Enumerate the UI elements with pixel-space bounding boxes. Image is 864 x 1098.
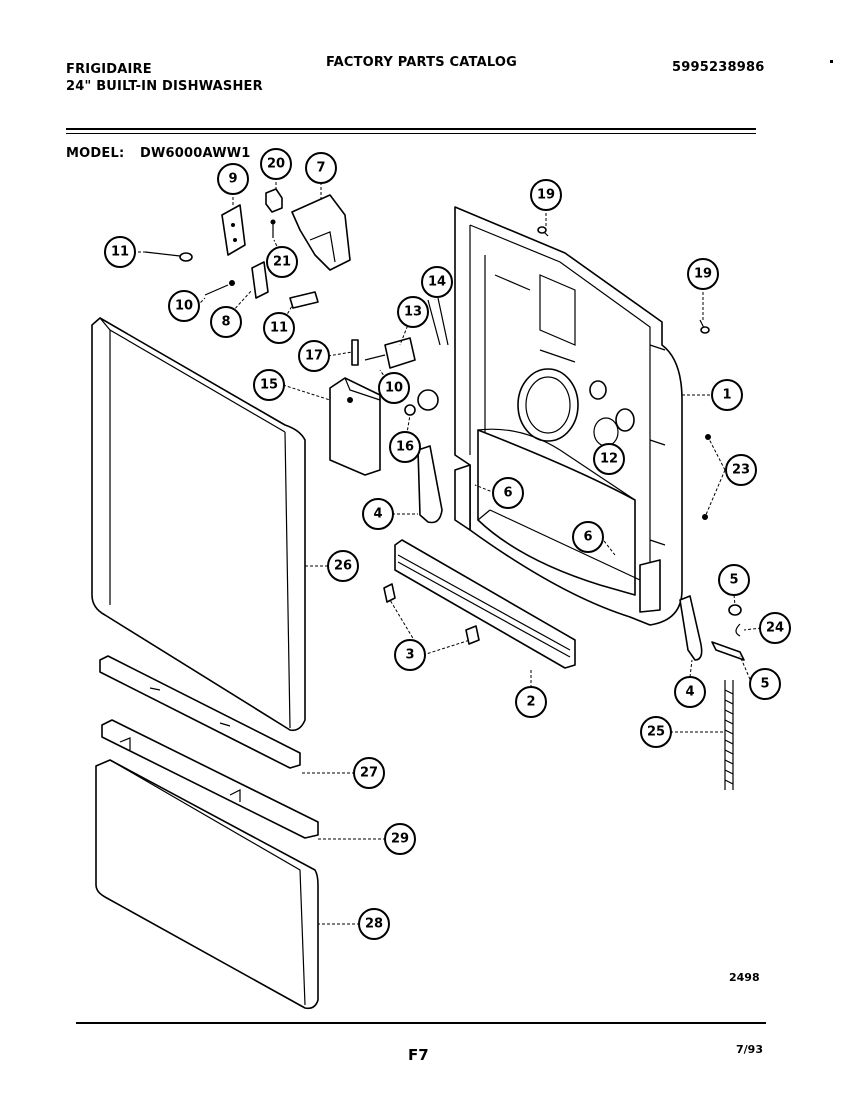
svg-text:4: 4 <box>373 507 382 522</box>
svg-text:11: 11 <box>270 321 288 336</box>
svg-text:21: 21 <box>273 255 291 270</box>
svg-text:23: 23 <box>732 463 750 478</box>
svg-text:20: 20 <box>267 157 285 172</box>
callout-25: 25 <box>640 716 672 748</box>
callout-16: 16 <box>389 431 421 463</box>
svg-text:10: 10 <box>385 381 403 396</box>
outer-door-panel <box>91 317 306 732</box>
catalog-title: FACTORY PARTS CATALOG <box>326 55 517 70</box>
model-label: MODEL: <box>66 146 125 161</box>
callout-20: 20 <box>260 148 292 180</box>
edge-mark <box>830 60 833 63</box>
svg-text:16: 16 <box>396 440 414 455</box>
brand-name: FRIGIDAIRE <box>66 62 152 77</box>
model-value: DW6000AWW1 <box>140 146 251 161</box>
callout-4a: 4 <box>362 498 394 530</box>
svg-text:2: 2 <box>526 695 535 710</box>
callout-5b: 5 <box>749 668 781 700</box>
callout-7: 7 <box>305 152 337 184</box>
callout-6b: 6 <box>572 521 604 553</box>
svg-text:29: 29 <box>391 832 409 847</box>
diagram-code: 2498 <box>729 971 760 984</box>
page-code: F7 <box>408 1046 429 1064</box>
callout-2: 2 <box>515 686 547 718</box>
svg-text:17: 17 <box>305 349 323 364</box>
svg-text:19: 19 <box>537 188 555 203</box>
svg-text:26: 26 <box>334 559 352 574</box>
callout-5a: 5 <box>718 564 750 596</box>
svg-text:11: 11 <box>111 245 129 260</box>
callout-11b: 11 <box>263 312 295 344</box>
svg-text:5: 5 <box>760 677 769 692</box>
callout-21: 21 <box>266 246 298 278</box>
catalog-part-number: 5995238986 <box>672 60 765 75</box>
inner-door-panel <box>454 206 683 626</box>
callout-12: 12 <box>593 443 625 475</box>
svg-text:1: 1 <box>722 388 731 403</box>
svg-text:6: 6 <box>503 486 512 501</box>
callout-17: 17 <box>298 340 330 372</box>
header-rule-thin <box>66 133 756 134</box>
callouts: 1 2 3 4 4 5 5 6 6 7 8 9 10 10 11 11 12 1… <box>104 148 791 940</box>
callout-19b: 19 <box>687 258 719 290</box>
callout-19a: 19 <box>530 179 562 211</box>
page-date: 7/93 <box>736 1043 763 1056</box>
callout-23: 23 <box>725 454 757 486</box>
svg-text:27: 27 <box>360 766 378 781</box>
hardware <box>144 188 745 790</box>
callout-3: 3 <box>394 639 426 671</box>
lower-panels <box>95 655 319 1010</box>
callout-13: 13 <box>397 296 429 328</box>
callout-29: 29 <box>384 823 416 855</box>
svg-text:9: 9 <box>228 172 237 187</box>
callout-15: 15 <box>253 369 285 401</box>
callout-10b: 10 <box>378 372 410 404</box>
svg-text:12: 12 <box>600 452 618 467</box>
kick-plate <box>394 539 576 669</box>
callout-28: 28 <box>358 908 390 940</box>
svg-text:19: 19 <box>694 267 712 282</box>
callout-26: 26 <box>327 550 359 582</box>
callout-1: 1 <box>711 379 743 411</box>
svg-text:3: 3 <box>405 648 414 663</box>
svg-text:28: 28 <box>365 917 383 932</box>
callout-4b: 4 <box>674 676 706 708</box>
svg-text:6: 6 <box>583 530 592 545</box>
svg-text:25: 25 <box>647 725 665 740</box>
callout-9: 9 <box>217 163 249 195</box>
svg-text:14: 14 <box>428 275 446 290</box>
callout-27: 27 <box>353 757 385 789</box>
footer-rule <box>76 1022 766 1024</box>
callout-6a: 6 <box>492 477 524 509</box>
product-name: 24" BUILT-IN DISHWASHER <box>66 79 263 94</box>
svg-text:4: 4 <box>685 685 694 700</box>
callout-24: 24 <box>759 612 791 644</box>
svg-text:5: 5 <box>729 573 738 588</box>
callout-14: 14 <box>421 266 453 298</box>
svg-text:8: 8 <box>221 315 230 330</box>
header-rule <box>66 128 756 130</box>
callout-10a: 10 <box>168 290 200 322</box>
svg-text:15: 15 <box>260 378 278 393</box>
svg-text:10: 10 <box>175 299 193 314</box>
svg-text:7: 7 <box>316 161 325 176</box>
callout-8: 8 <box>210 306 242 338</box>
callout-11a: 11 <box>104 236 136 268</box>
svg-text:24: 24 <box>766 621 784 636</box>
svg-text:13: 13 <box>404 305 422 320</box>
